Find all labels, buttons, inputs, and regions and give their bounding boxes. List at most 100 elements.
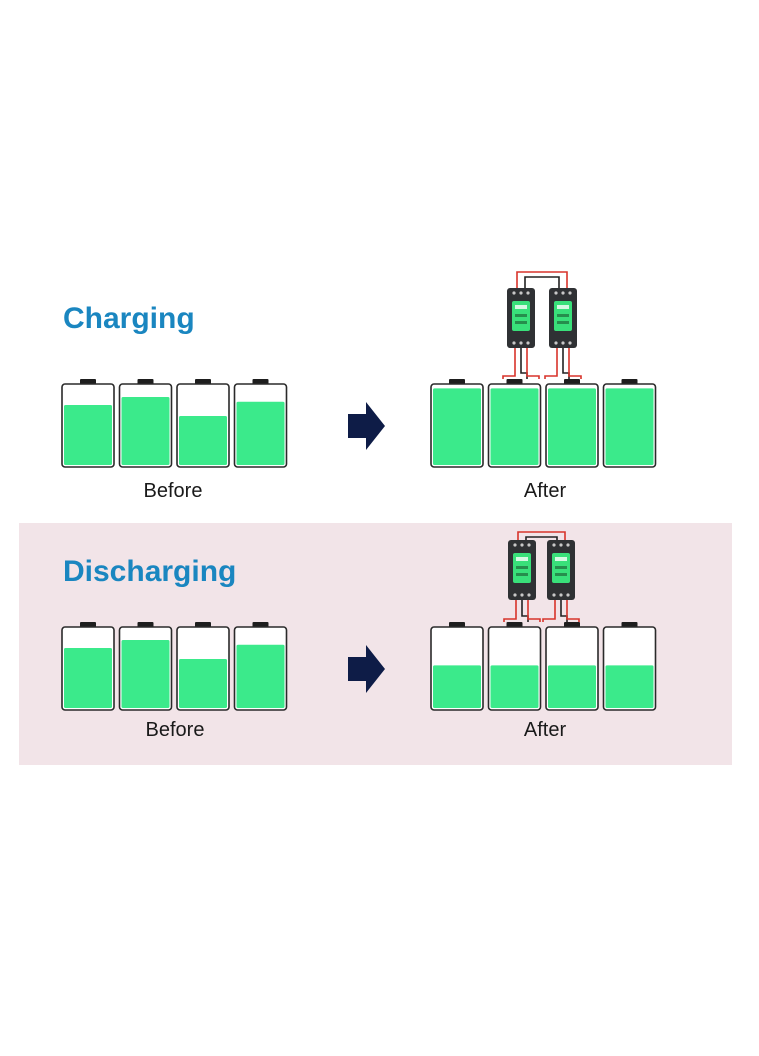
module-screen-line: [515, 305, 527, 309]
battery-before-1: [61, 379, 115, 468]
battery-fill: [121, 640, 170, 708]
battery-fill: [605, 388, 654, 465]
balancer-module-icon-2: [547, 540, 575, 600]
module-terminal: [512, 291, 516, 295]
discharging-diagram: [61, 531, 657, 711]
module-terminal: [561, 291, 565, 295]
module-screen-line: [557, 314, 569, 317]
module-screen-line: [515, 314, 527, 317]
wire-red: [517, 531, 566, 540]
balancer-module-icon-1: [508, 540, 536, 600]
battery-fill: [433, 388, 481, 465]
wire-red: [566, 600, 580, 622]
charging-title: Charging: [63, 302, 195, 335]
module-terminal: [554, 341, 558, 345]
battery-after-1: [430, 622, 484, 711]
wire-black: [521, 600, 529, 622]
battery-after-1: [430, 379, 484, 468]
battery-fill: [64, 647, 112, 708]
right-arrow-icon: [348, 645, 385, 693]
battery-fill: [490, 388, 539, 465]
module-terminal: [527, 593, 531, 597]
battery-fill: [236, 401, 285, 465]
battery-fill: [121, 397, 170, 465]
battery-after-3: [545, 379, 599, 468]
battery-before-2: [118, 622, 173, 711]
module-terminal: [568, 341, 572, 345]
battery-before-4: [233, 379, 288, 468]
module-terminal: [552, 543, 556, 547]
wire-red: [544, 348, 558, 379]
wire-red: [568, 348, 582, 379]
wire-black: [525, 536, 558, 540]
charging-before-label: Before: [143, 480, 203, 502]
wire-red: [527, 600, 541, 622]
battery-fill: [179, 659, 227, 708]
wire-black: [560, 600, 568, 622]
module-terminal: [527, 543, 531, 547]
wire-red: [542, 600, 556, 622]
battery-fill: [490, 665, 539, 708]
battery-fill: [179, 416, 227, 465]
module-screen-line: [516, 566, 528, 569]
charging-section: Charging Before After: [0, 262, 759, 518]
charging-after-label: After: [523, 480, 567, 502]
battery-before-4: [233, 622, 288, 711]
module-screen-line: [557, 305, 569, 309]
battery-before-3: [176, 622, 230, 711]
battery-fill: [64, 404, 112, 465]
module-terminal: [526, 341, 530, 345]
battery-fill: [433, 665, 481, 708]
module-terminal: [552, 593, 556, 597]
module-terminal: [559, 543, 563, 547]
balancer-module-icon-2: [549, 288, 577, 348]
battery-fill: [236, 644, 285, 708]
module-terminal: [566, 593, 570, 597]
wire-black: [520, 348, 528, 379]
module-screen-line: [555, 573, 567, 576]
battery-before-1: [61, 622, 115, 711]
module-terminal: [520, 593, 524, 597]
battery-after-4: [602, 379, 657, 468]
wire-red: [526, 348, 540, 379]
balancer-wiring: [503, 531, 580, 622]
module-terminal: [512, 341, 516, 345]
module-screen-line: [515, 321, 527, 324]
module-screen-line: [516, 557, 528, 561]
module-terminal: [566, 543, 570, 547]
module-terminal: [513, 593, 517, 597]
module-screen-line: [516, 573, 528, 576]
module-terminal: [519, 291, 523, 295]
balancer-wiring: [502, 271, 582, 379]
wire-red: [502, 348, 516, 379]
wire-black: [562, 348, 570, 379]
battery-after-4: [602, 622, 657, 711]
wire-black: [524, 276, 560, 288]
module-terminal: [561, 341, 565, 345]
wire-red: [516, 271, 568, 288]
module-terminal: [554, 291, 558, 295]
discharging-before-label: Before: [145, 719, 205, 741]
battery-before-2: [118, 379, 173, 468]
right-arrow-icon: [348, 402, 385, 450]
battery-fill: [548, 388, 596, 465]
discharging-after-label: After: [523, 719, 567, 741]
battery-after-3: [545, 622, 599, 711]
module-terminal: [526, 291, 530, 295]
battery-before-3: [176, 379, 230, 468]
module-terminal: [513, 543, 517, 547]
battery-fill: [605, 665, 654, 708]
module-terminal: [519, 341, 523, 345]
battery-fill: [548, 665, 596, 708]
module-terminal: [520, 543, 524, 547]
battery-after-2: [487, 622, 542, 711]
discharging-title: Discharging: [63, 555, 237, 588]
module-terminal: [559, 593, 563, 597]
module-screen-line: [555, 566, 567, 569]
battery-after-2: [487, 379, 542, 468]
wire-red: [503, 600, 517, 622]
balancer-module-icon-1: [507, 288, 535, 348]
discharging-section: Discharging Before After: [19, 523, 732, 765]
charging-diagram: [61, 271, 657, 468]
module-screen-line: [555, 557, 567, 561]
